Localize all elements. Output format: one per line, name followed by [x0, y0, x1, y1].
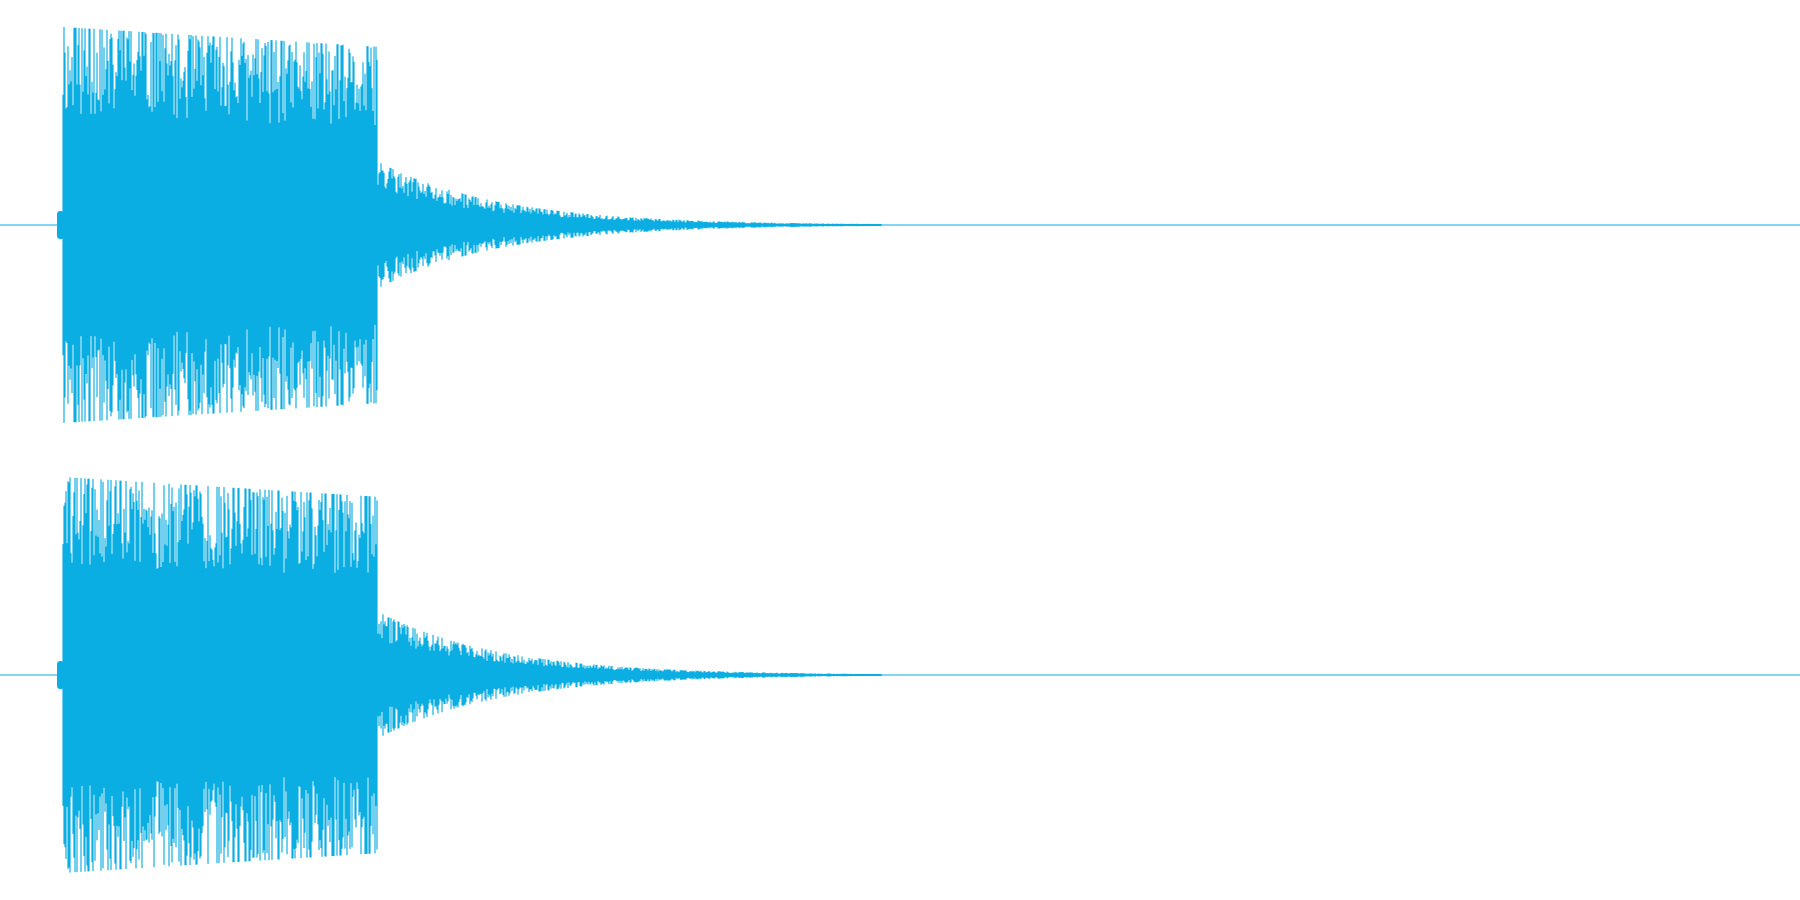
- channel-2-waveform[interactable]: [0, 477, 1800, 873]
- channel-waveform-body: [62, 27, 882, 423]
- channel-onset-mark: [57, 211, 64, 239]
- channel-1-waveform[interactable]: [0, 27, 1800, 423]
- channel-onset-mark: [57, 661, 64, 689]
- channel-waveform-body: [62, 477, 882, 873]
